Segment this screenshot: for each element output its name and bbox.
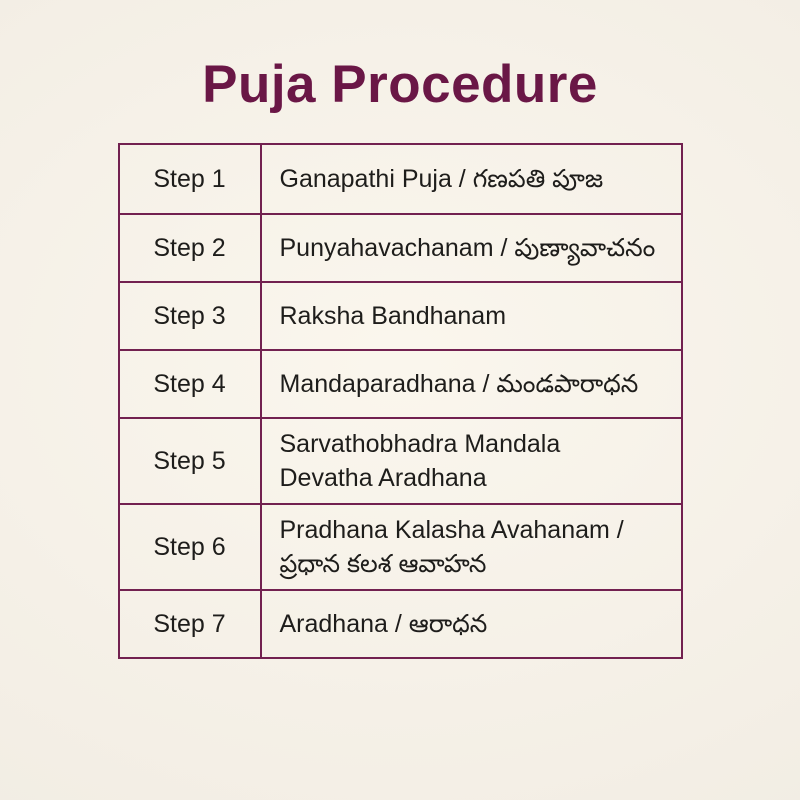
table-row: Step 2 Punyahavachanam / పుణ్యావాచనం [119, 213, 681, 281]
page-title: Puja Procedure [202, 55, 598, 114]
description-cell: Punyahavachanam / పుణ్యావాచనం [279, 234, 656, 262]
description-cell: Ganapathi Puja / గణపతి పూజ [279, 165, 604, 193]
table-row: Step 7 Aradhana / ఆరాధన [119, 589, 681, 657]
description-cell: Raksha Bandhanam [279, 302, 507, 330]
table-row: Step 1 Ganapathi Puja / గణపతి పూజ [120, 145, 681, 213]
step-cell: Step 7 [120, 591, 262, 657]
step-cell: Step 4 [120, 351, 262, 417]
puja-steps-table: Step 1 Ganapathi Puja / గణపతి పూజ Step 2… [117, 143, 683, 659]
description-cell: Mandaparadhana / మండపారాధన [279, 370, 639, 398]
step-cell: Step 1 [120, 145, 262, 213]
table-row: Step 6 Pradhana Kalasha Avahanam / ప్రధా… [119, 503, 681, 589]
step-cell: Step 2 [120, 215, 262, 281]
table-row: Step 3 Raksha Bandhanam [119, 281, 681, 349]
step-cell: Step 5 [120, 419, 262, 503]
description-cell: Sarvathobhadra Mandala Devatha Aradhana [279, 430, 561, 492]
step-cell: Step 3 [120, 283, 262, 349]
step-cell: Step 6 [120, 505, 262, 589]
description-cell: Aradhana / ఆరాధన [279, 610, 488, 638]
table-row: Step 5 Sarvathobhadra Mandala Devatha Ar… [119, 417, 681, 503]
description-cell: Pradhana Kalasha Avahanam / ప్రధాన కలశ ఆ… [279, 516, 624, 578]
table-row: Step 4 Mandaparadhana / మండపారాధన [119, 349, 681, 417]
